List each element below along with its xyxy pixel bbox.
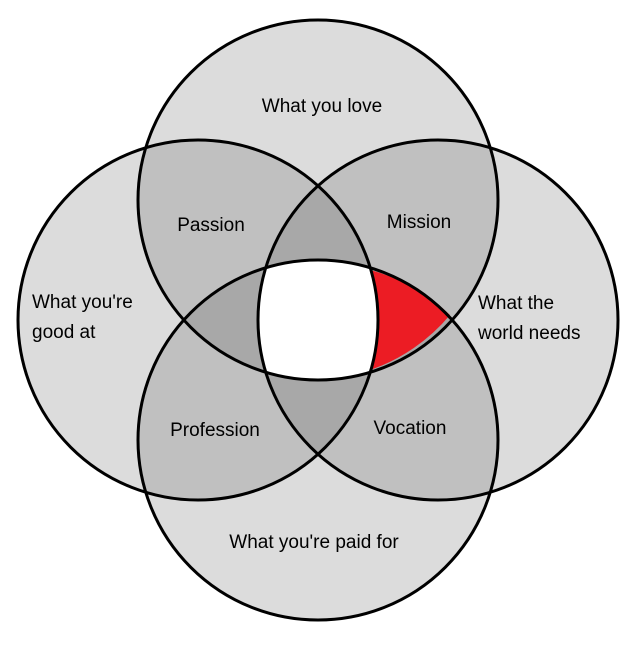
label-world-needs-line-2: world needs — [477, 323, 580, 344]
label-good-at-line-1: What you're — [32, 292, 133, 313]
label-what-youre-paid-for: What you're paid for — [229, 532, 399, 553]
label-passion: Passion — [177, 215, 245, 236]
label-what-you-love: What you love — [262, 96, 382, 117]
label-what-the-world-needs: What the world needs — [477, 293, 580, 344]
label-profession: Profession — [170, 420, 260, 441]
label-what-youre-good-at: What you're good at — [32, 292, 138, 343]
label-world-needs-line-1: What the — [478, 293, 554, 314]
label-good-at-line-2: good at — [32, 322, 96, 343]
labels: What you love What you're good at What t… — [32, 96, 580, 553]
highlight-region — [370, 270, 450, 370]
label-mission: Mission — [387, 212, 451, 233]
label-vocation: Vocation — [374, 418, 447, 439]
